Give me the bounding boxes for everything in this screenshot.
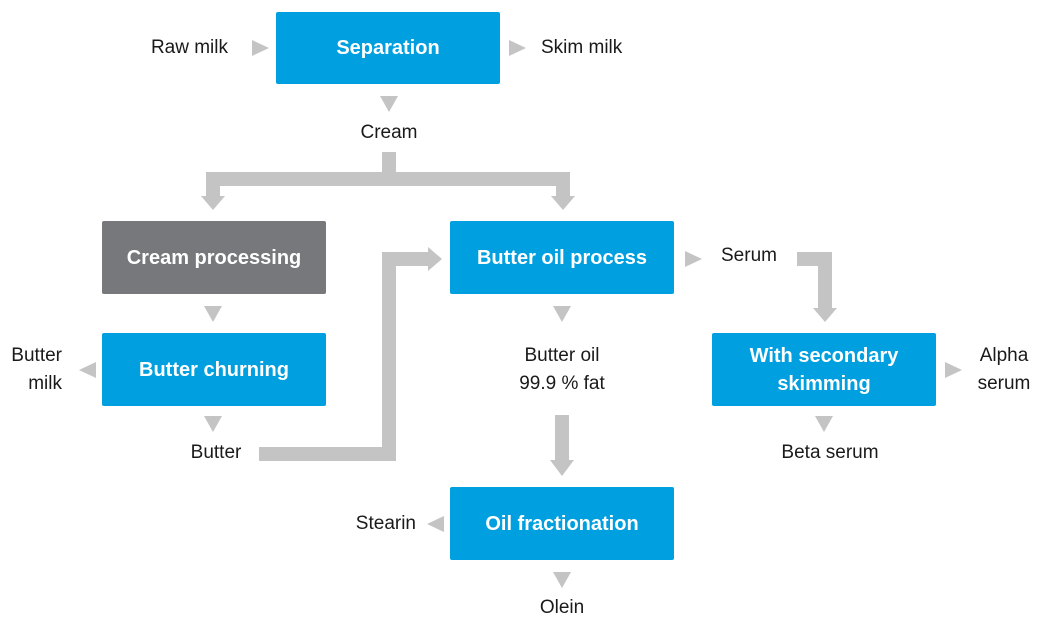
stearin-label: Stearin [355, 513, 416, 534]
butter-oil-label: Butter oil 99.9 % fat [482, 342, 642, 398]
butter-oil-line-2: 99.9 % fat [519, 373, 605, 394]
butter-milk-label: Butter milk [11, 342, 62, 398]
butter-label: Butter [190, 442, 242, 463]
arrow-oil-process-to-butter-oil [553, 306, 571, 322]
secondary-skimming-box: With secondary skimming [712, 333, 936, 406]
arrow-skimming-to-alpha-serum [945, 362, 962, 378]
skim-milk-label: Skim milk [541, 37, 623, 58]
connector-serum-to-skimming [797, 252, 837, 322]
connector-cream-split [201, 152, 575, 210]
alpha-serum-label: Alpha serum [964, 342, 1040, 398]
secondary-skimming-line-2: skimming [777, 372, 871, 395]
arrow-cream-processing-to-churning [204, 306, 222, 322]
butter-oil-line-1: Butter oil [524, 345, 600, 366]
olein-label: Olein [539, 597, 585, 618]
butter-milk-line-2: milk [28, 373, 62, 394]
butter-milk-line-1: Butter [11, 345, 62, 366]
oil-fractionation-box: Oil fractionation [450, 487, 674, 560]
separation-label: Separation [336, 37, 440, 59]
secondary-skimming-label: With secondary skimming [750, 342, 899, 398]
cream-processing-label: Cream processing [126, 246, 302, 269]
oil-fractionation-label: Oil fractionation [485, 512, 639, 535]
butter-churning-box: Butter churning [102, 333, 326, 406]
connector-butter-to-oil-process [259, 247, 442, 461]
arrow-separation-to-cream [380, 96, 398, 112]
arrow-churning-to-butter [204, 416, 222, 432]
arrow-fractionation-to-olein [553, 572, 571, 588]
alpha-serum-line-2: serum [977, 373, 1031, 394]
raw-milk-label: Raw milk [150, 37, 228, 58]
butter-oil-process-box: Butter oil process [450, 221, 674, 294]
serum-label: Serum [721, 245, 777, 266]
arrow-oil-process-to-serum [685, 251, 702, 267]
beta-serum-label: Beta serum [781, 442, 879, 463]
secondary-skimming-line-1: With secondary [749, 344, 899, 367]
arrow-separation-to-skim-milk [509, 40, 526, 56]
connector-butter-oil-to-fractionation [550, 415, 574, 476]
butter-oil-process-label: Butter oil process [476, 246, 648, 269]
arrow-fractionation-to-stearin [427, 516, 444, 532]
butter-churning-label: Butter churning [139, 358, 289, 381]
arrow-churning-to-butter-milk [79, 362, 96, 378]
cream-processing-box: Cream processing [102, 221, 326, 294]
cream-label: Cream [360, 122, 418, 143]
alpha-serum-line-1: Alpha [979, 345, 1029, 366]
arrow-raw-milk-to-separation [252, 40, 269, 56]
arrow-skimming-to-beta-serum [815, 416, 833, 432]
separation-box: Separation [276, 12, 500, 84]
